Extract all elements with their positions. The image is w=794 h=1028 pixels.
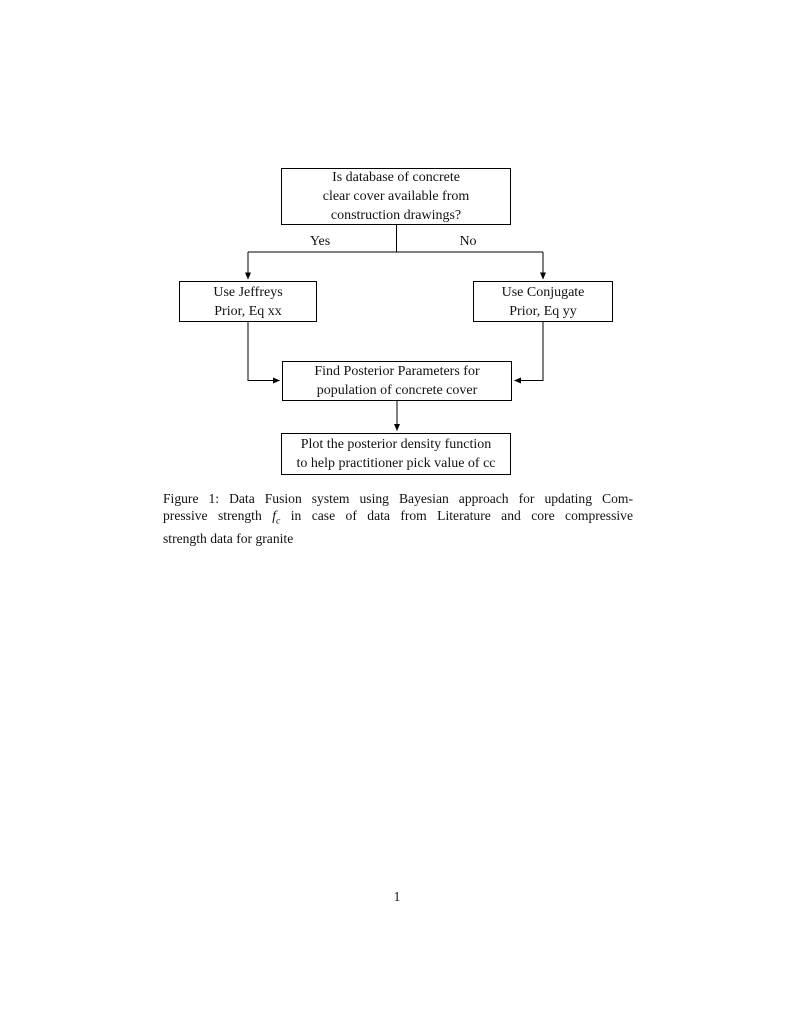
flowchart-node-decision: Is database of concrete clear cover avai…	[281, 168, 511, 225]
node-text-line: construction drawings?	[330, 208, 462, 223]
caption-line-2-post: in case of data from Literature and core…	[290, 508, 633, 524]
node-text-line: Is database of concrete	[332, 170, 460, 185]
node-text-line: Prior, Eq xx	[214, 303, 282, 319]
caption-line-2: pressive strength fc in case of data fro…	[163, 507, 633, 530]
node-text-line: Prior, Eq yy	[509, 303, 577, 319]
edge-label-yes: Yes	[309, 234, 331, 249]
node-text-line: Find Posterior Parameters for	[314, 364, 480, 379]
node-text-line: Use Jeffreys	[213, 284, 283, 300]
caption-line-3: strength data for granite	[163, 531, 294, 547]
node-text-line: clear cover available from	[322, 189, 470, 204]
node-text-line: to help practitioner pick value of cc	[296, 456, 496, 471]
figure-caption: Figure 1: Data Fusion system using Bayes…	[163, 490, 633, 548]
page-number: 1	[393, 889, 401, 904]
flowchart-node-conjugate-prior: Use Conjugate Prior, Eq yy	[473, 281, 613, 322]
flowchart-node-plot-density: Plot the posterior density function to h…	[281, 433, 511, 475]
caption-line-1: Figure 1: Data Fusion system using Bayes…	[163, 491, 633, 506]
node-text-line: Plot the posterior density function	[300, 437, 492, 452]
node-text-line: Use Conjugate	[501, 284, 585, 300]
caption-line-2-pre: pressive strength	[163, 508, 262, 524]
flowchart-node-jeffreys-prior: Use Jeffreys Prior, Eq xx	[179, 281, 317, 322]
math-fc-symbol: fc	[272, 508, 281, 528]
flowchart-node-posterior-parameters: Find Posterior Parameters for population…	[282, 361, 512, 401]
edge-label-no: No	[459, 234, 477, 249]
node-text-line: population of concrete cover	[316, 383, 478, 398]
